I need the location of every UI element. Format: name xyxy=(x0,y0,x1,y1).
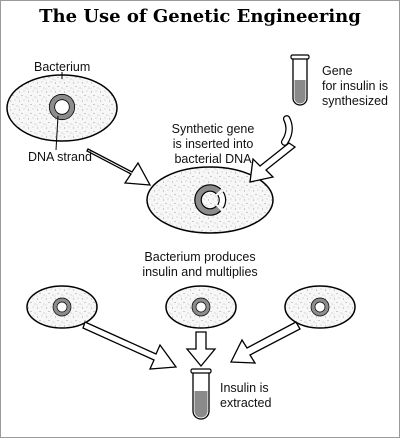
label-multiply-line-2: insulin and multiplies xyxy=(142,265,258,279)
dna-strand-leader xyxy=(55,115,59,151)
test-tube-gene xyxy=(290,54,310,106)
label-gene-line-1: Gene xyxy=(322,64,353,78)
arrow-gene-to-recombinant xyxy=(249,142,297,183)
label-insert-line-2: is inserted into xyxy=(172,137,254,151)
arrow-left-to-tube xyxy=(82,321,178,370)
bacterium-copy-left xyxy=(26,285,98,329)
label-insert-line-3: bacterial DNA xyxy=(174,152,252,166)
figure-title: The Use of Genetic Engineering xyxy=(39,6,361,27)
synthetic-gene-fragment xyxy=(280,115,293,146)
label-gene-line-3: synthesized xyxy=(322,94,389,108)
test-tube-insulin xyxy=(190,368,212,420)
label-gene-synthesized: Gene for insulin is synthesized xyxy=(322,64,388,109)
arrow-right-to-tube xyxy=(229,321,301,364)
arrow-bacterium-to-recombinant xyxy=(86,148,152,186)
label-produces-multiplies: Bacterium produces insulin and multiplie… xyxy=(130,250,270,280)
label-bacterium: Bacterium xyxy=(34,60,91,74)
label-extract-line-1: Insulin is xyxy=(220,381,269,395)
label-gene-line-2: for insulin is xyxy=(322,79,388,93)
bacterium-recombinant xyxy=(146,166,274,234)
label-insulin-extracted: Insulin is extracted xyxy=(220,381,271,411)
label-extract-line-2: extracted xyxy=(220,396,272,410)
label-gene-inserted: Synthetic gene is inserted into bacteria… xyxy=(155,122,271,167)
bacterium-copy-middle xyxy=(165,285,237,329)
arrow-middle-to-tube xyxy=(185,331,217,368)
label-insert-line-1: Synthetic gene xyxy=(171,122,255,136)
bacterium-original xyxy=(6,74,118,142)
label-multiply-line-1: Bacterium produces xyxy=(144,250,256,264)
label-dna-strand: DNA strand xyxy=(28,150,92,164)
bacterium-copy-right xyxy=(284,285,356,329)
